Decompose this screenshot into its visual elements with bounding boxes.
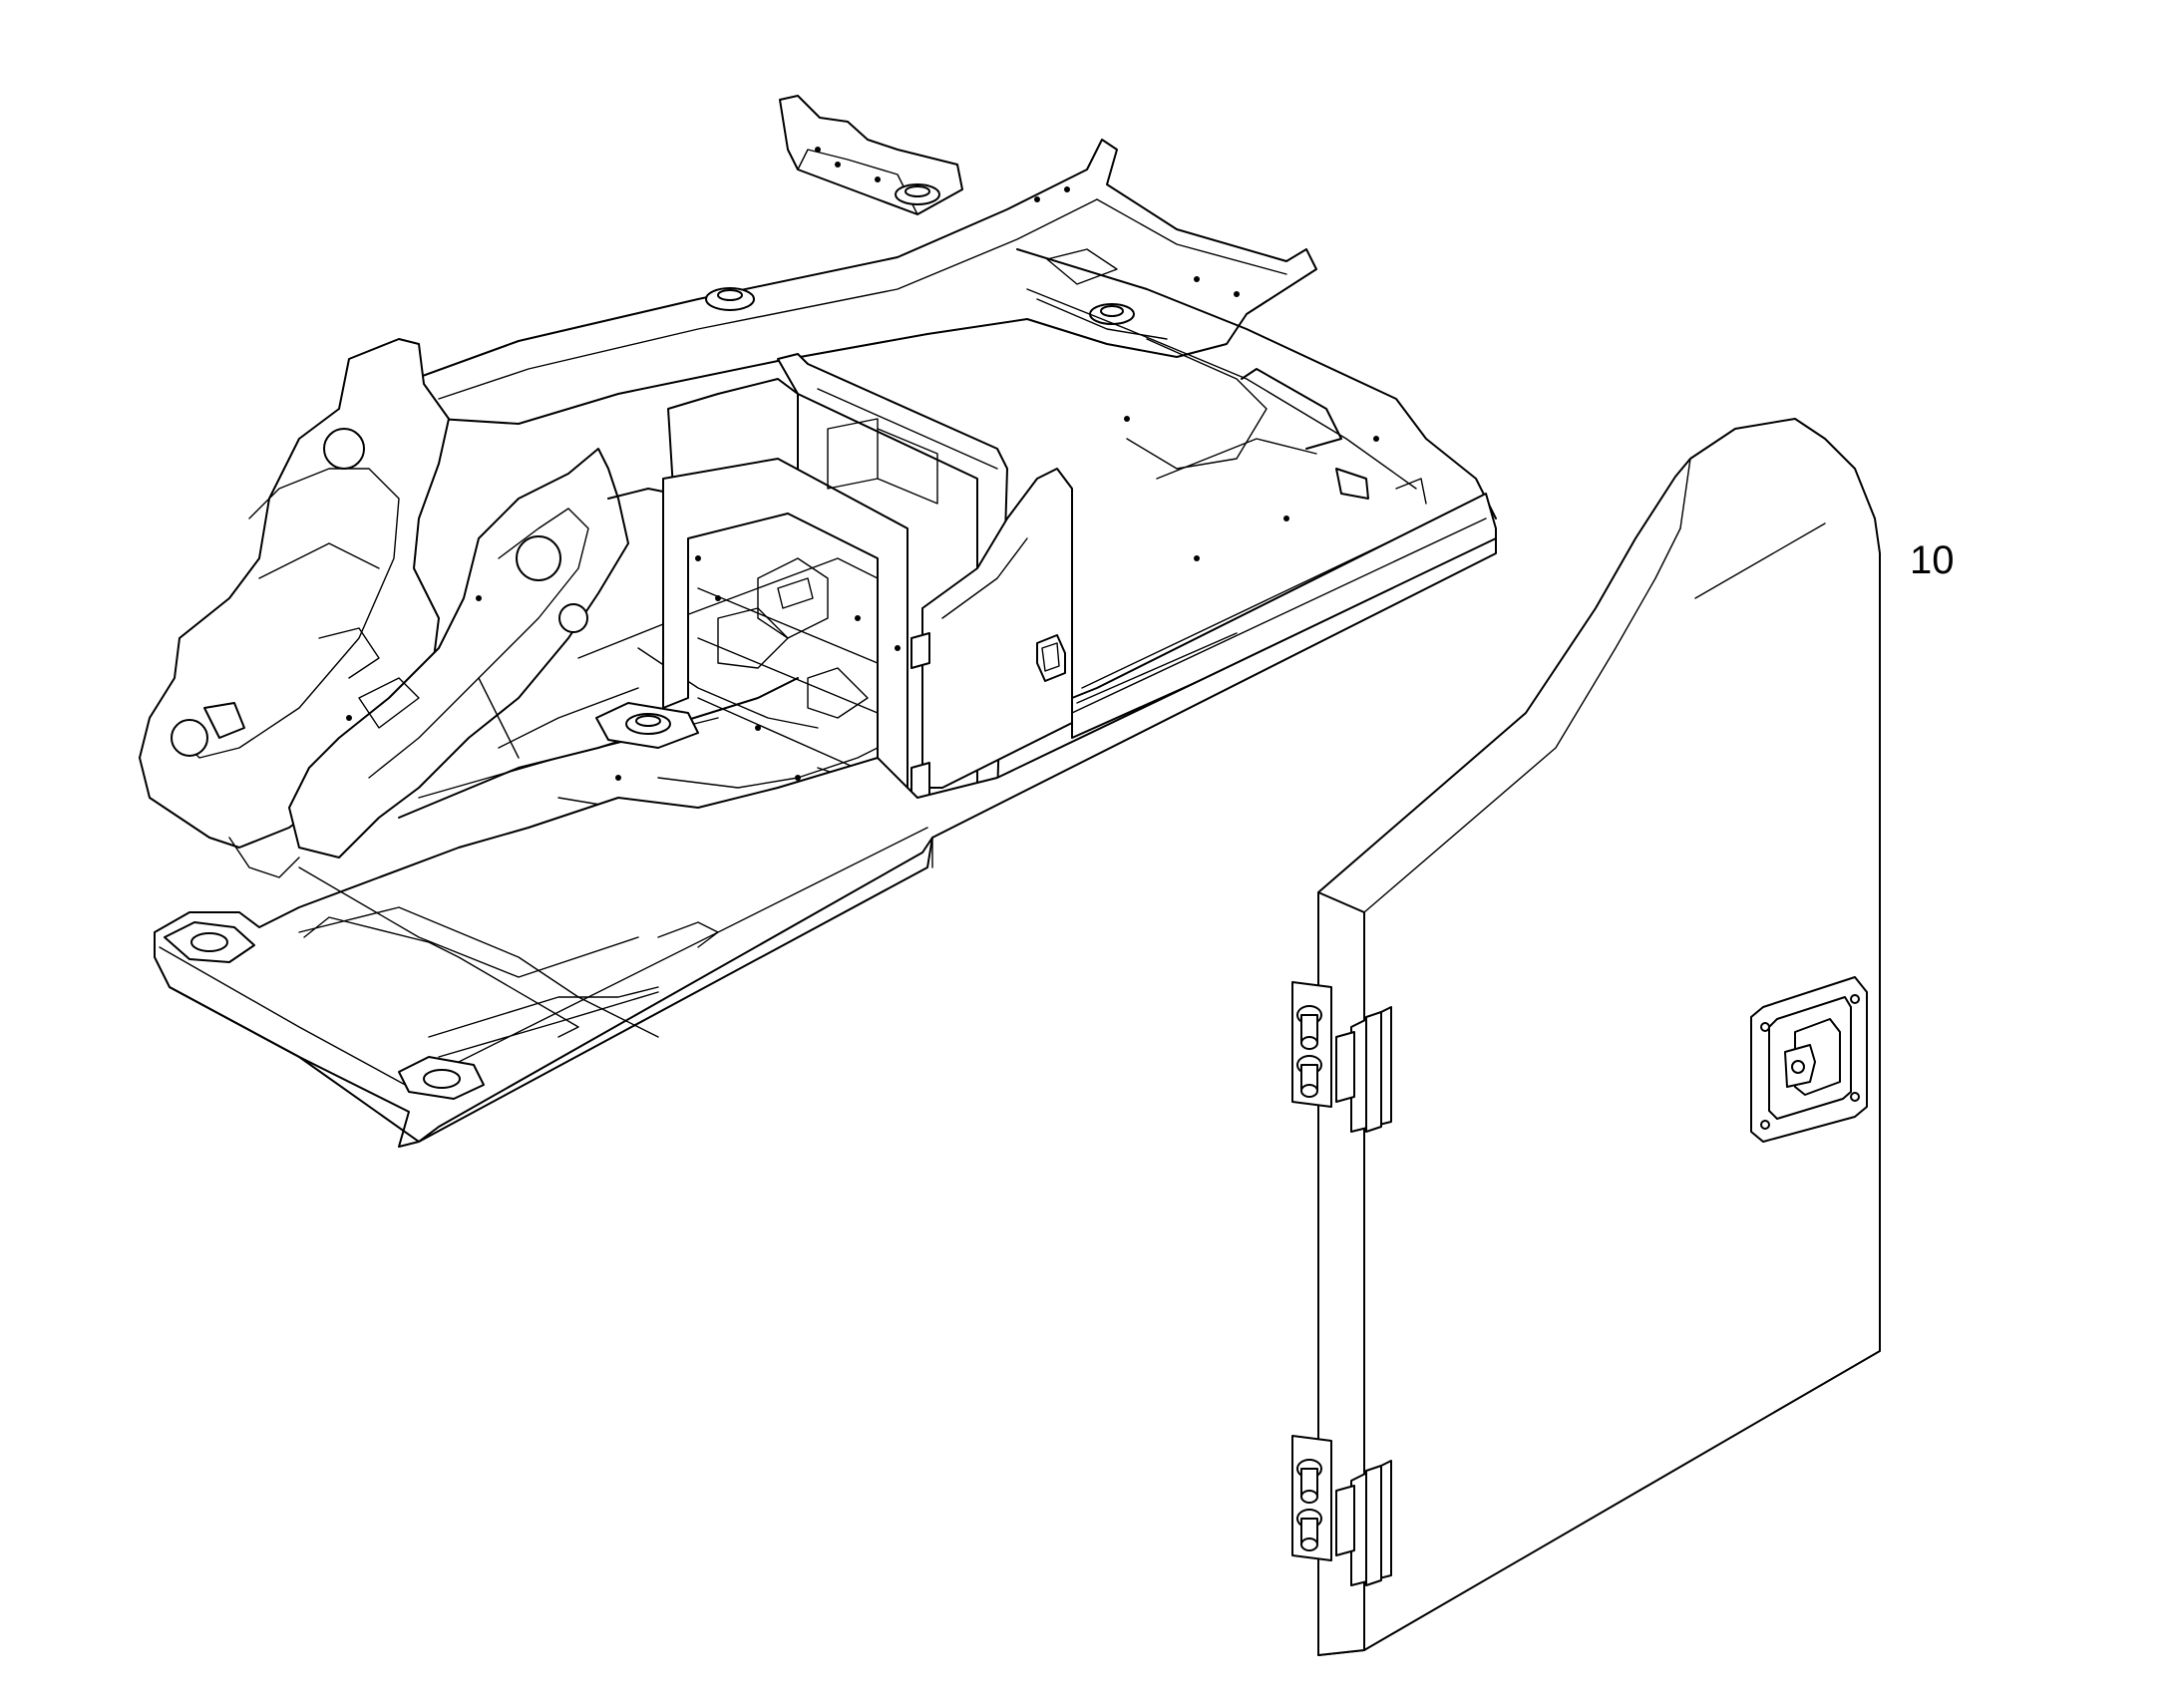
door-panel-item-10 xyxy=(1291,418,1881,1656)
upper-hinge xyxy=(1291,981,1392,1133)
lower-hinge xyxy=(1291,1435,1392,1586)
rear-bracket xyxy=(779,95,963,215)
right-rail-panel xyxy=(1071,493,1497,739)
upper-rail xyxy=(408,139,1317,425)
chassis-frame-assembly xyxy=(139,95,1497,1148)
door-latch-icon xyxy=(1750,976,1868,1143)
side-panel xyxy=(910,468,1073,804)
callout-label-10: 10 xyxy=(1910,538,1955,582)
base-step xyxy=(154,537,1497,1148)
left-side-plate-inner xyxy=(288,448,629,858)
fastener-dots xyxy=(346,147,1379,781)
rear-cross-members xyxy=(1016,248,1497,519)
